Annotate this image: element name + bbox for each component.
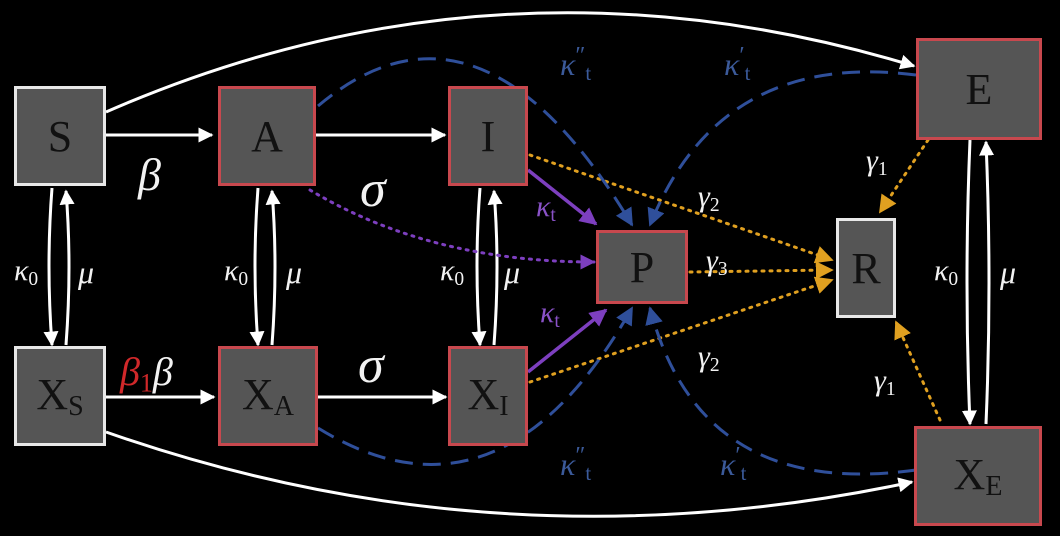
arrow-s-to-e — [105, 11, 916, 114]
node-e: E — [916, 38, 1042, 140]
arrow-i-to-xi — [471, 187, 487, 347]
node-xa: XA — [218, 346, 318, 446]
node-xi-label: XI — [467, 370, 509, 422]
node-s: S — [14, 86, 106, 186]
gamma2-label-bottom: γ2 — [698, 340, 720, 376]
node-xs: XS — [14, 346, 106, 446]
pathogen-decay-curves — [317, 57, 917, 476]
dashed-curve-xe-to-p — [645, 306, 917, 476]
dotted-arrow-a-to-p — [308, 188, 596, 270]
kappa-t-label-top: κt — [536, 190, 556, 226]
arrow-xi-to-p — [526, 308, 608, 374]
arrow-xs-to-s — [59, 189, 75, 346]
node-p: P — [596, 230, 688, 304]
gamma3-label: γ3 — [706, 244, 728, 280]
node-i-label: I — [480, 111, 496, 161]
sigma-top-label: σ — [360, 161, 386, 218]
sigma-bottom-label: σ — [358, 337, 384, 394]
kappa-t-double-prime-bottom: κ″t — [560, 443, 592, 486]
mu-label-a: μ — [286, 254, 303, 290]
mu-label-i: μ — [504, 254, 521, 290]
node-e-label: E — [965, 64, 993, 114]
gamma2-label-top: γ2 — [698, 180, 720, 216]
arrow-s-to-xs — [43, 187, 59, 347]
arrow-xe-to-e — [979, 140, 995, 425]
beta1-beta-label: β1β — [120, 349, 173, 398]
node-a-label: A — [251, 111, 283, 161]
arrow-xi-to-i — [487, 189, 503, 346]
node-xe: XE — [914, 426, 1042, 526]
recovery-arrows — [528, 138, 942, 422]
node-r-label: R — [851, 243, 881, 293]
white-transition-arrows — [43, 11, 995, 518]
beta-label: β — [138, 149, 161, 200]
arrow-xi-to-r — [528, 276, 834, 384]
gamma1-label-bottom: γ1 — [874, 364, 896, 400]
dashed-curve-a-to-p — [317, 57, 634, 227]
node-xi: XI — [448, 346, 528, 446]
node-s-label: S — [47, 111, 73, 161]
arrow-xs-to-xe — [105, 430, 914, 518]
kappa-t-double-prime-top: κ″t — [560, 43, 592, 86]
arrow-e-to-xe — [961, 139, 977, 426]
kappa-t-label-bottom: κt — [540, 296, 560, 332]
kappa-t-prime-bottom: κ′t — [720, 443, 747, 486]
arrow-p-to-r — [688, 261, 834, 280]
node-a: A — [218, 86, 316, 186]
arrow-xe-to-r — [894, 320, 942, 422]
kappa-t-prime-top: κ′t — [724, 43, 751, 86]
arrow-a-to-xa — [249, 187, 265, 347]
kappa0-label-e: κ0 — [934, 254, 959, 290]
kappa0-label-a: κ0 — [224, 254, 249, 290]
node-xe-label: XE — [953, 450, 1003, 502]
arrow-i-to-r — [528, 153, 834, 264]
gamma1-label-top: γ1 — [866, 144, 888, 180]
node-xs-label: XS — [36, 370, 84, 422]
arrow-e-to-r — [878, 138, 930, 214]
node-p-label: P — [629, 242, 655, 292]
arrow-i-to-p — [526, 168, 598, 226]
kappa0-label-i: κ0 — [440, 254, 465, 290]
purple-shedding-arrows — [526, 168, 608, 374]
arrow-xa-to-a — [265, 189, 281, 346]
node-i: I — [448, 86, 528, 186]
dashed-curve-xa-to-p — [317, 306, 634, 466]
node-xa-label: XA — [241, 370, 294, 422]
dashed-curve-e-to-p — [647, 70, 917, 227]
mu-label-e: μ — [1000, 254, 1017, 290]
node-r: R — [836, 218, 896, 318]
kappa0-label-s: κ0 — [14, 254, 39, 290]
mu-label-s: μ — [78, 254, 95, 290]
